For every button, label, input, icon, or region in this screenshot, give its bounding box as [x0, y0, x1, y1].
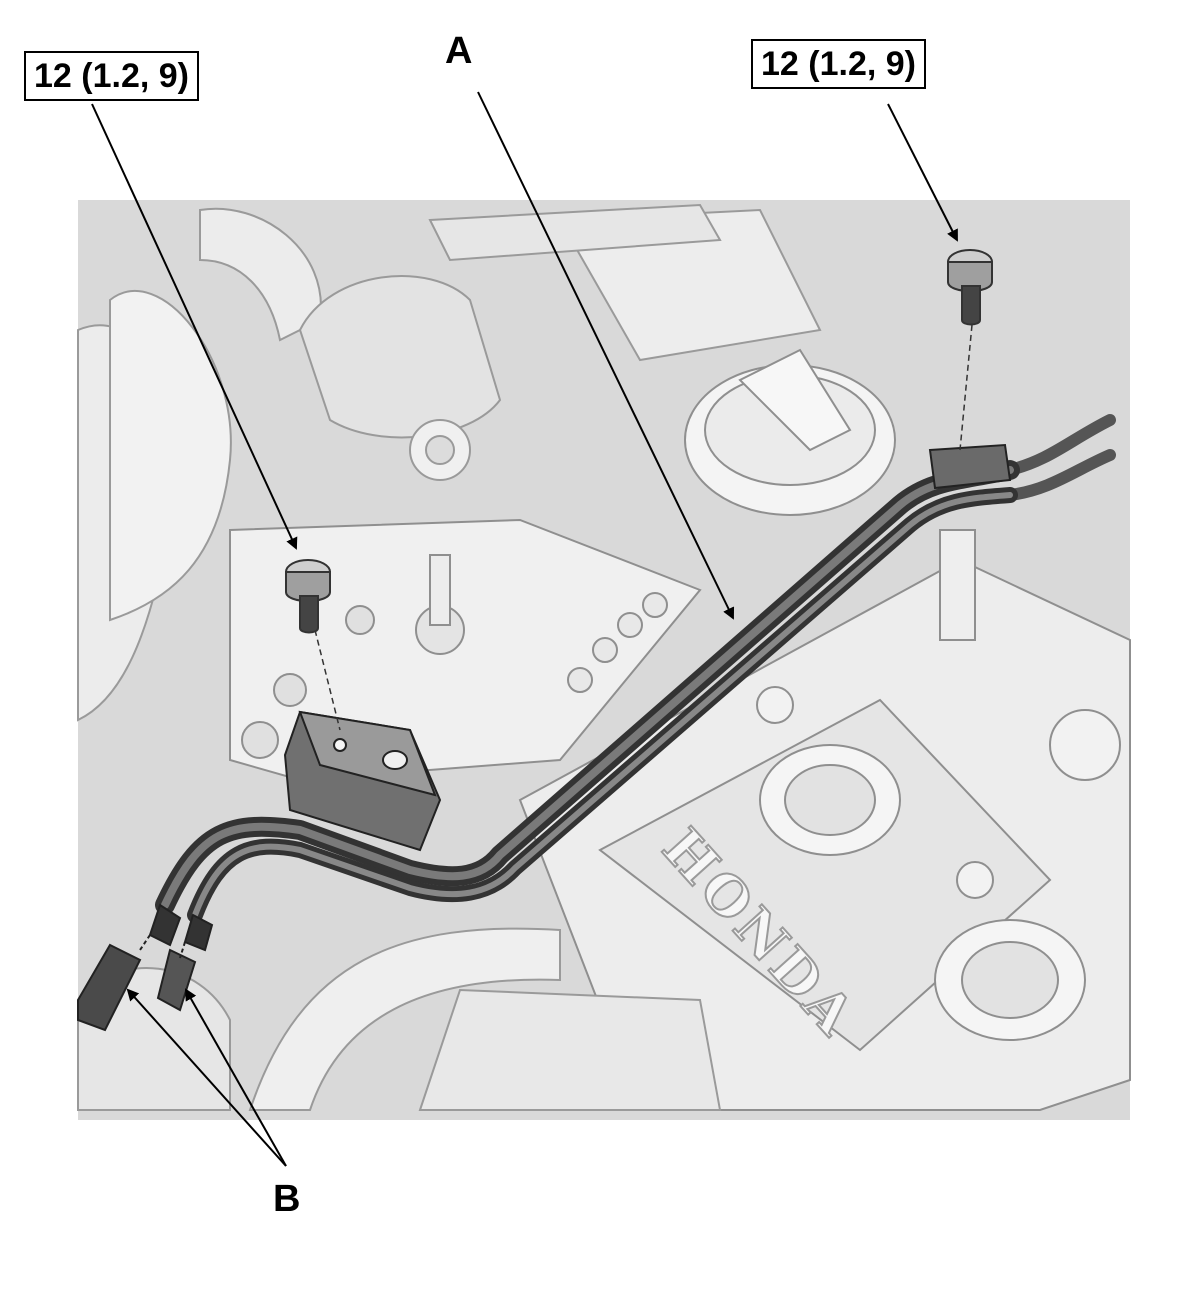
- harness-clip-right: [928, 443, 1012, 641]
- bolt-right-icon: [947, 249, 993, 451]
- bracket-plate: [229, 518, 702, 782]
- leader-label-a: [477, 91, 735, 620]
- leader-label-b-2: [185, 988, 287, 1167]
- harness-bracket-left: [283, 710, 442, 852]
- leader-label-b-1: [126, 988, 287, 1167]
- upper-components: [298, 203, 822, 481]
- harness-right-leads: [1004, 414, 1116, 501]
- bolt-left-icon: [285, 559, 341, 731]
- label-a: A: [445, 30, 473, 72]
- valve-cover: [518, 558, 1131, 1111]
- oil-filler-cap: [684, 348, 896, 516]
- label-b: B: [273, 1178, 301, 1220]
- leader-torque-left: [91, 103, 298, 550]
- torque-spec-left: 12 (1.2, 9): [24, 51, 199, 101]
- torque-spec-right: 12 (1.2, 9): [751, 39, 926, 89]
- leader-torque-right: [887, 103, 958, 242]
- connectors-B: [77, 903, 214, 1032]
- leader-lines: [91, 91, 958, 1167]
- left-hoses: [77, 207, 322, 722]
